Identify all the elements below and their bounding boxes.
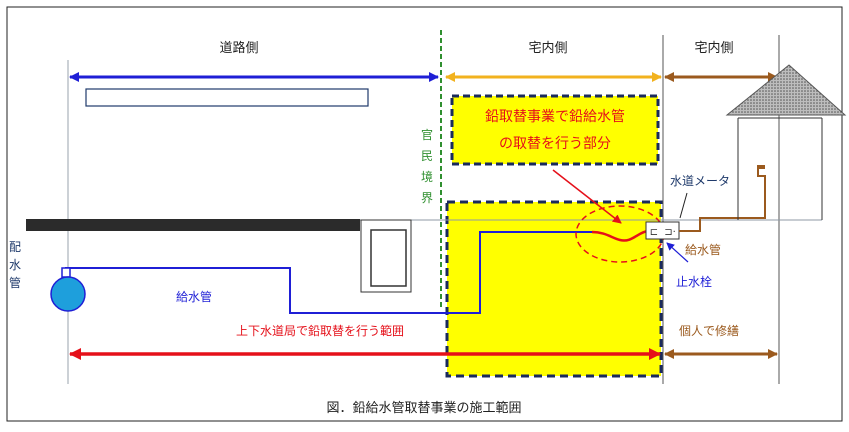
- main-label-1: 水: [9, 258, 21, 272]
- callout-pointer: [552, 169, 622, 224]
- main-label-2: 管: [9, 275, 21, 290]
- premises-side-label-1: 宅内側: [528, 40, 567, 56]
- stop-valve-label: 止水栓: [676, 274, 712, 289]
- figure-caption: 図．鉛給水管取替事業の施工範囲: [326, 400, 521, 416]
- meter-box-inner: [370, 229, 407, 287]
- main-pipe-connector: [61, 267, 71, 278]
- distribution-main-pipe: [50, 276, 86, 312]
- frame-border: [6, 6, 843, 422]
- road-surface: [26, 219, 360, 231]
- house-roof: [725, 64, 847, 116]
- supply-pipe-label-left: 給水管: [176, 289, 212, 304]
- supply-pipe-label-right: 給水管: [685, 242, 721, 257]
- callout-line-2: の取替を行う部分: [499, 136, 611, 152]
- callout-line-1: 鉛取替事業で鉛給水管: [485, 109, 625, 125]
- bureau-range-label: 上下水道局で鉛取替を行う範囲: [236, 323, 404, 338]
- water-meter-symbol: ⊐·: [664, 227, 676, 238]
- road-side-label: 道路側: [219, 40, 258, 56]
- faucet: [757, 165, 765, 169]
- meter-pointer: [679, 192, 688, 219]
- lead-pipe-section: [591, 229, 649, 242]
- stop-valve-symbol: ⊏: [650, 227, 658, 238]
- boundary-label-2: 境: [421, 169, 433, 184]
- boundary-label-1: 民: [421, 149, 433, 163]
- house-supply-pipe: [679, 168, 766, 232]
- boundary-label-0: 官: [421, 127, 433, 142]
- roadside-gutter: [85, 88, 369, 107]
- house-wall: [737, 117, 823, 220]
- premises-side-label-2: 宅内側: [694, 40, 733, 56]
- boundary-label-3: 界: [421, 191, 433, 205]
- water-meter-label: 水道メータ: [670, 174, 730, 188]
- private-repair-label: 個人で修繕: [679, 323, 739, 338]
- callout-box: [450, 94, 660, 166]
- main-label-0: 配: [9, 240, 21, 254]
- stop-valve-pointer: [666, 242, 689, 263]
